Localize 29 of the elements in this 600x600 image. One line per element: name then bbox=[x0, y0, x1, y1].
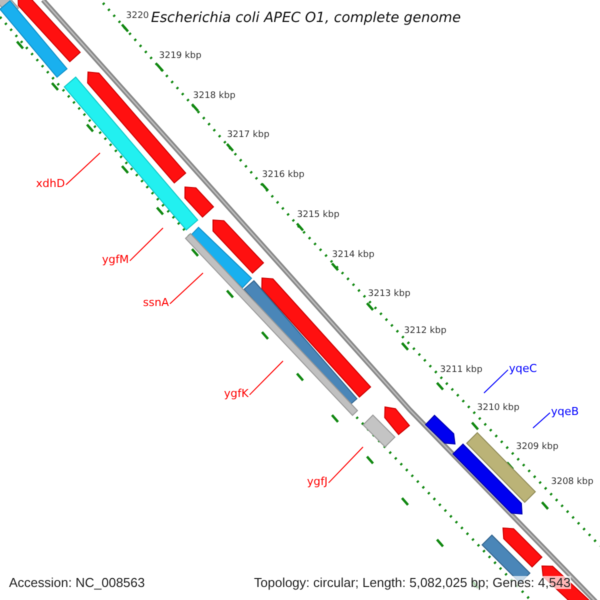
gene-label: ygfM bbox=[102, 253, 129, 266]
leader-line bbox=[65, 152, 100, 186]
tick-label: 3214 kbp bbox=[332, 251, 374, 260]
tick-label: 3212 kbp bbox=[404, 327, 446, 336]
leader-line bbox=[129, 228, 164, 262]
leader-line bbox=[169, 272, 204, 304]
tick-label: 3219 kbp bbox=[159, 52, 202, 61]
tick-label: 3208 kbp bbox=[551, 478, 594, 487]
leader-line bbox=[484, 369, 508, 394]
map-info-text: Accession: NC_008563 bbox=[9, 576, 145, 589]
tick-label: 3215 kbp bbox=[297, 211, 340, 220]
gene-label: xdhD bbox=[36, 177, 65, 190]
gene-label: yqeC bbox=[509, 362, 537, 375]
tick-label: 3218 kbp bbox=[193, 92, 236, 101]
gene-label: yqeB bbox=[551, 405, 579, 418]
tick-label: 3217 kbp bbox=[227, 131, 270, 140]
gene-label: ygfJ bbox=[307, 475, 328, 488]
leader-line bbox=[532, 412, 550, 428]
gene-label: ssnA bbox=[143, 296, 169, 309]
tick-label: 3209 kbp bbox=[516, 443, 558, 452]
tick-label: 3216 kbp bbox=[262, 171, 304, 180]
leader-line bbox=[249, 360, 284, 396]
tick-label: 3220 bbox=[126, 12, 149, 21]
tick-label: 3211 kbp bbox=[440, 366, 482, 375]
tick-label: 3210 kbp bbox=[477, 404, 520, 413]
leader-line bbox=[328, 446, 364, 484]
tick-label: 3213 kbp bbox=[368, 290, 410, 299]
gene-label: ygfK bbox=[224, 387, 249, 400]
map-info-text: Topology: circular; Length: 5,082,025 bp; Genes: 4,543 bbox=[254, 576, 571, 589]
